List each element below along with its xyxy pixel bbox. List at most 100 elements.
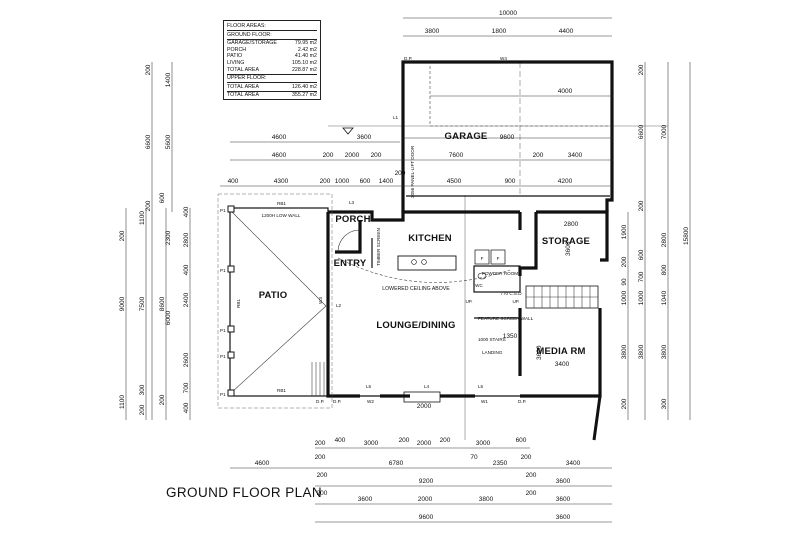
entry-wall <box>335 220 362 254</box>
dim-label: 300 <box>139 384 146 395</box>
dim-label: 3600 <box>358 496 373 503</box>
dim-label: 70 <box>470 454 478 461</box>
storage-outer-wall <box>536 210 609 262</box>
room-label-lounge-dining: LOUNGE/DINING <box>376 320 455 331</box>
tag-p1-a: P1 <box>220 208 226 213</box>
tag-l2: L2 <box>336 303 342 308</box>
note-fridge-1: F <box>481 256 484 261</box>
dim-label: 400 <box>228 178 239 185</box>
dim-label: 3400 <box>568 152 583 159</box>
dim-label: 200 <box>533 152 544 159</box>
dim-label: 200 <box>139 404 146 415</box>
legend-header-floor-areas: FLOOR AREAS: <box>227 23 266 29</box>
tag-p1-e: P1 <box>220 392 226 397</box>
dim-label: 700 <box>638 271 645 282</box>
dim-label: 200 <box>638 200 645 211</box>
garage-walls <box>401 60 614 212</box>
dim-label: 200 <box>145 64 152 75</box>
dim-label: 200 <box>395 170 406 177</box>
dim-label: 3600 <box>536 345 543 360</box>
dim-label: 800 <box>661 264 668 275</box>
dim-label: 200 <box>399 437 410 444</box>
note-lowered-ceiling: LOWERED CEILING ABOVE <box>382 286 450 292</box>
dim-label: 1040 <box>661 290 668 305</box>
dim-label: 700 <box>183 382 190 393</box>
tag-l5-a: L5 <box>366 384 372 389</box>
dim-label: 3800 <box>621 344 628 359</box>
dim-label: 400 <box>183 206 190 217</box>
dim-label: 600 <box>638 249 645 260</box>
dim-label: 1400 <box>165 72 172 87</box>
dim-label: 2800 <box>661 232 668 247</box>
roof-outline <box>217 193 333 409</box>
dim-label: 200 <box>320 178 331 185</box>
dim-label: 3400 <box>555 361 570 368</box>
dim-label: 600 <box>159 192 166 203</box>
dim-label: 15800 <box>683 227 690 245</box>
room-label-patio: PATIO <box>259 290 288 301</box>
dim-label: 4300 <box>274 178 289 185</box>
tag-w2: W2 <box>367 399 374 404</box>
dim-label: 4000 <box>558 88 573 95</box>
dimensions-left: 200 1400 5600 6600 200 400 2300 9000 200… <box>119 64 190 415</box>
note-landing: LANDING <box>482 350 503 355</box>
dim-label: 6780 <box>389 460 404 467</box>
dim-label: 1000 <box>638 290 645 305</box>
dim-label: 200 <box>317 472 328 479</box>
dim-label: 1000 <box>621 290 628 305</box>
room-label-media-room: MEDIA RM <box>536 346 585 357</box>
dim-label: 200 <box>317 490 328 497</box>
dim-label: 9600 <box>500 134 515 141</box>
tag-rb1-c: RB1 <box>236 299 241 308</box>
patio-steps <box>311 362 325 396</box>
dim-label: 2800 <box>564 221 579 228</box>
dim-label: 5600 <box>165 134 172 149</box>
section-marker-icon <box>342 127 354 135</box>
tag-l3: L3 <box>349 200 355 205</box>
dim-label: 200 <box>521 454 532 461</box>
dim-label: 200 <box>371 152 382 159</box>
dimensions-bottom: 200 400 3000 200 2000 200 3000 600 4600 … <box>255 437 581 521</box>
patio-roof-lines <box>231 211 327 393</box>
north-wall <box>328 210 520 222</box>
tag-l5-b: L5 <box>478 384 484 389</box>
dim-label: 1100 <box>119 395 126 409</box>
room-label-porch: PORCH <box>335 214 370 225</box>
tag-l4: L4 <box>424 384 430 389</box>
dim-label: 2600 <box>183 352 190 367</box>
post <box>227 265 235 273</box>
sink-icon <box>421 259 427 265</box>
dim-label: 2350 <box>493 460 508 467</box>
dim-label: 200 <box>119 230 126 241</box>
note-wc: WC <box>475 283 483 288</box>
dim-label: 7500 <box>139 296 146 311</box>
dim-label: 2000 <box>345 152 360 159</box>
tag-w1: W1 <box>481 399 488 404</box>
storage-wall <box>518 212 538 276</box>
dim-label: 4600 <box>255 460 270 467</box>
note-up-2: UP. <box>512 299 519 304</box>
dim-label: 2000 <box>418 496 433 503</box>
dim-label: 3600 <box>556 478 571 485</box>
note-up-1: UP. <box>465 299 472 304</box>
dim-label: 1800 <box>492 28 507 35</box>
dim-label: 200 <box>638 64 645 75</box>
dim-label: 2000 <box>417 440 432 447</box>
dim-label: 3000 <box>476 440 491 447</box>
sink-icon <box>411 259 417 265</box>
note-timber-screen: TIMBER SCREEN <box>376 228 381 266</box>
dim-label: 2000 <box>417 403 432 410</box>
dim-label: 2400 <box>183 292 190 307</box>
dim-label: 200 <box>145 200 152 211</box>
tag-w3: W3 <box>318 297 323 304</box>
dim-label: 300 <box>661 398 668 409</box>
dim-label: 10000 <box>499 10 517 17</box>
post <box>227 325 235 333</box>
lowered-ceiling-outline <box>337 257 511 283</box>
dim-label: 3400 <box>566 460 581 467</box>
tag-w4: W4 <box>500 56 507 61</box>
kitchen-island <box>397 255 457 271</box>
